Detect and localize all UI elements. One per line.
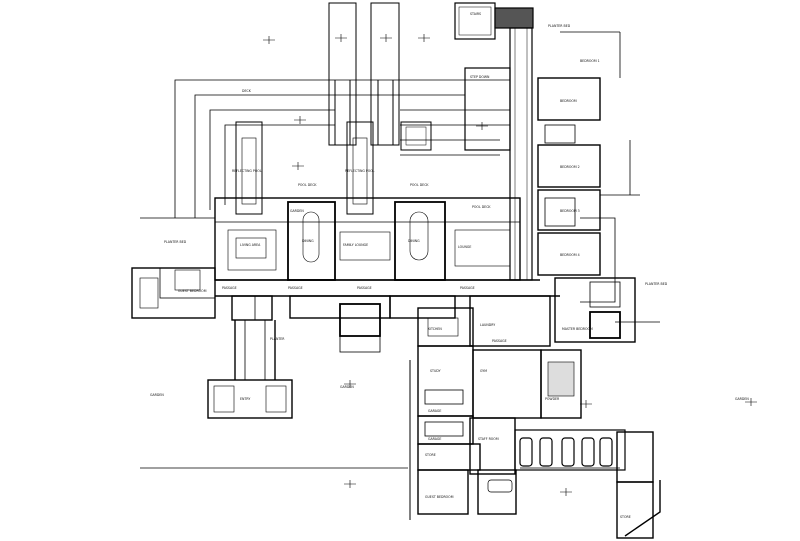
label-26: REFLECTING POOL [232, 169, 262, 173]
label-1: GUEST BEDROOM [178, 289, 207, 293]
label-27: REFLECTING POOL [345, 169, 375, 173]
site-lines [140, 31, 660, 469]
label-44: POWDER [545, 397, 560, 401]
label-45: STORE [620, 515, 631, 519]
label-9: BEDROOM 3 [560, 209, 580, 213]
label-19: PASSAGE [222, 286, 237, 290]
staff-block [616, 431, 661, 539]
label-37: BEDROOM 1 [580, 59, 600, 63]
label-21: PASSAGE [357, 286, 372, 290]
label-34: PLANTER BED [164, 240, 187, 244]
label-32: STEP DOWN [470, 75, 490, 79]
label-20: PASSAGE [288, 286, 303, 290]
gazebo [454, 2, 534, 40]
label-43: GYM [480, 369, 487, 373]
label-10: BEDROOM 4 [560, 253, 580, 257]
carport [514, 429, 626, 471]
walkway [464, 27, 533, 281]
label-3: DINING [302, 239, 314, 243]
label-22: PASSAGE [460, 286, 475, 290]
label-41: GARDEN [735, 397, 749, 401]
furniture [139, 211, 511, 337]
label-8: BEDROOM 2 [560, 165, 580, 169]
reflecting-pools [235, 121, 432, 215]
room-labels: GUEST BEDROOM LIVING AREA DINING FAMILY … [150, 12, 749, 519]
main-house [131, 197, 560, 353]
label-2: LIVING AREA [240, 243, 261, 247]
label-39: GARDEN [150, 393, 164, 397]
label-25: ENTRY [240, 397, 250, 401]
label-4: FAMILY LOUNGE [343, 243, 368, 247]
label-42: STUDY [430, 369, 441, 373]
label-6: LOUNGE [458, 245, 471, 249]
bedroom-wing [537, 77, 636, 343]
entrance-porch [207, 320, 293, 419]
label-17: STORE [425, 453, 436, 457]
label-12: KITCHEN [428, 327, 442, 331]
label-7: BEDROOM [560, 99, 577, 103]
label-28: POOL DECK [298, 183, 317, 187]
label-35: PLANTER BED [645, 282, 668, 286]
entry-columns [328, 2, 400, 146]
label-24: PLANTER [270, 337, 285, 341]
level-markers [263, 34, 757, 496]
label-15: GARAGE [428, 437, 441, 441]
label-29: POOL DECK [410, 183, 429, 187]
label-14: GARAGE [428, 409, 441, 413]
label-5: DINING [408, 239, 420, 243]
label-40: GARDEN [340, 385, 354, 389]
label-30: POOL DECK [472, 205, 491, 209]
label-18: GUEST BEDROOM [425, 495, 454, 499]
label-33: GARDEN [290, 209, 304, 213]
label-16: STAFF ROOM [478, 437, 499, 441]
label-31: DECK [242, 89, 252, 93]
label-36: PLANTER BED [548, 24, 571, 28]
label-23: PASSAGE [492, 339, 507, 343]
label-13: LAUNDRY [480, 323, 495, 327]
label-38: STAIRS [470, 12, 481, 16]
label-11: MASTER BEDROOM [562, 327, 593, 331]
